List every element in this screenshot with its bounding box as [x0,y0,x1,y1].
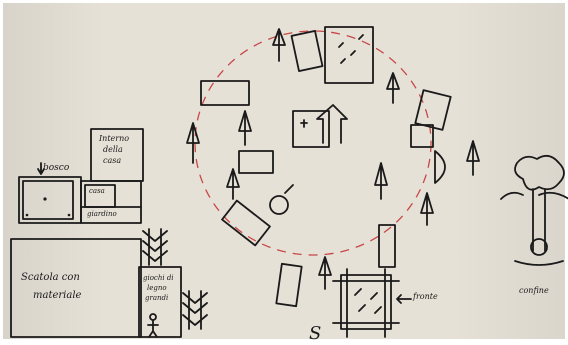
label-casa: casa [89,188,105,195]
house-outline [19,177,81,223]
label-bosco: bosco [43,164,69,173]
label-confine: confine [519,287,549,295]
block-bottom-left [276,264,301,306]
sketch-drawing [3,3,568,345]
material-box [11,239,141,337]
label-giochi-3: grandi [145,295,168,302]
block-top-right [325,27,373,83]
wheel-symbol [270,196,288,214]
label-giardino: giardino [87,211,117,218]
block-top-left [201,81,249,105]
block-top-center [292,31,323,71]
block-bottom-center [379,225,395,267]
label-scatola-1: Scatola con [21,273,80,283]
label-giochi-2: legno [147,285,167,292]
label-interno-2: della [103,146,123,154]
block-left-mid [239,151,273,173]
dashed-boundary-circle [195,31,431,255]
tree-sketch [501,156,568,265]
block-rotated [222,201,270,246]
label-fronte: fronte [413,293,438,301]
label-giochi-1: giochi di [143,275,174,282]
label-scatola-2: materiale [33,291,81,301]
label-interno-1: Interno [99,135,129,143]
framed-plot [341,275,391,329]
label-interno-3: casa [103,157,121,165]
label-s: S [309,325,321,343]
